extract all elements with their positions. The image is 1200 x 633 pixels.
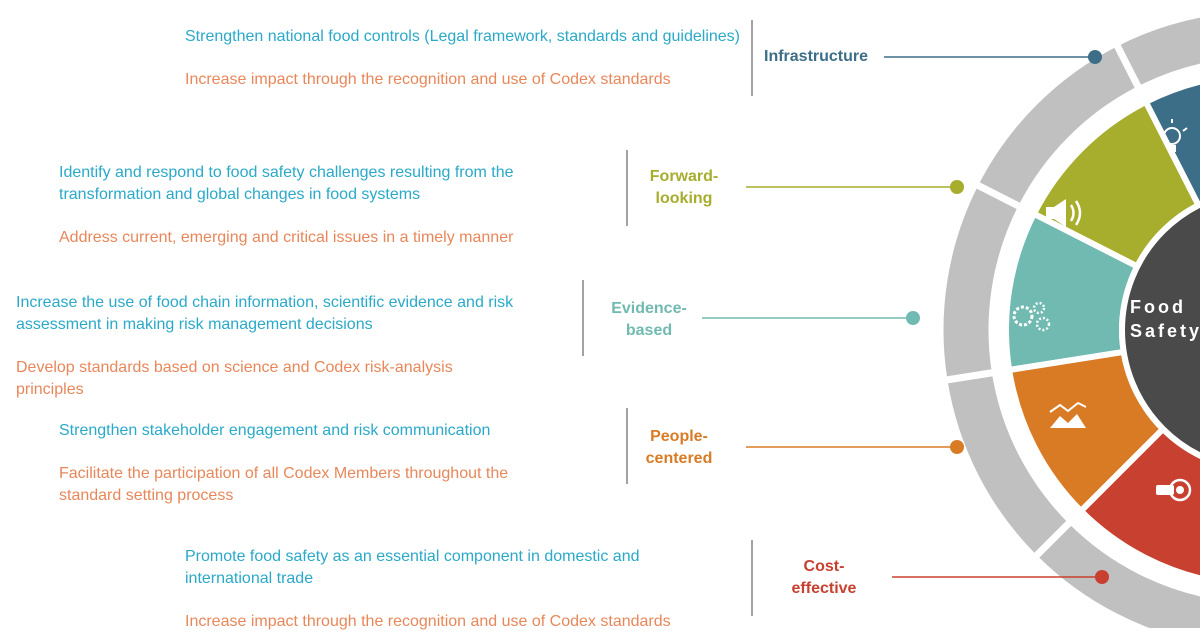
action-text: Identify and respond to food safety chal… [59,164,514,203]
segment-cost-effective [1076,424,1200,582]
gears-icon [1035,316,1051,332]
center-label: Safety [1130,321,1200,341]
divider-line [751,20,753,96]
outer-ring-segment [970,38,1145,213]
gears-icon [1032,301,1046,315]
divider-line [751,540,753,616]
action-text: Increase impact through the recognition … [185,71,671,88]
action-text: Promote food safety as an essential comp… [185,548,640,587]
lightbulb-icon [1168,145,1176,152]
dot-infrastructure [1088,50,1102,64]
category-cost-effective: Cost- effective [791,558,857,597]
megaphone-icon [1046,199,1066,227]
dot-people-centered [950,440,964,454]
divider-line [626,150,628,226]
action-text: Address current, emerging and critical i… [59,229,514,246]
row-forward-looking-actions: Identify and respond to food safety chal… [59,162,619,249]
divider-line [626,408,628,484]
action-text: Increase impact through the recognition … [185,613,671,630]
target-icon [1156,485,1174,495]
gears-icon [1012,305,1034,327]
row-cost-effective-actions: Promote food safety as an essential comp… [185,546,745,633]
row-evidence-based-actions: Increase the use of food chain informati… [16,292,576,401]
row-infrastructure-actions: Strengthen national food controls (Legal… [185,26,745,91]
megaphone-icon [1069,200,1082,226]
action-text: Increase the use of food chain informati… [16,294,514,333]
dot-forward-looking [950,180,964,194]
action-text: Facilitate the participation of all Code… [59,465,509,504]
dot-evidence-based [906,311,920,325]
mountain-chart-icon [1049,401,1087,413]
category-infrastructure: Infrastructure [764,48,869,65]
action-text: Develop standards based on science and C… [16,359,453,398]
category-evidence-based: Evidence- based [611,300,687,339]
dot-cost-effective [1095,570,1109,584]
lightbulb-icon [1163,127,1181,145]
center-hub [1119,201,1200,459]
category-people-centered: People- centered [645,428,713,467]
action-text: Strengthen stakeholder engagement and ri… [59,422,491,439]
outer-ring-segment [1111,10,1200,95]
target-icon [1176,486,1184,494]
divider-line [582,280,584,356]
lightbulb-icon [1156,119,1188,132]
action-text: Strengthen national food controls (Legal… [185,28,740,45]
category-forward-looking: Forward- looking [649,168,719,207]
row-people-centered-actions: Strengthen stakeholder engagement and ri… [59,420,619,507]
center-label: Food [1130,297,1186,317]
mountain-chart-icon [1050,414,1086,428]
